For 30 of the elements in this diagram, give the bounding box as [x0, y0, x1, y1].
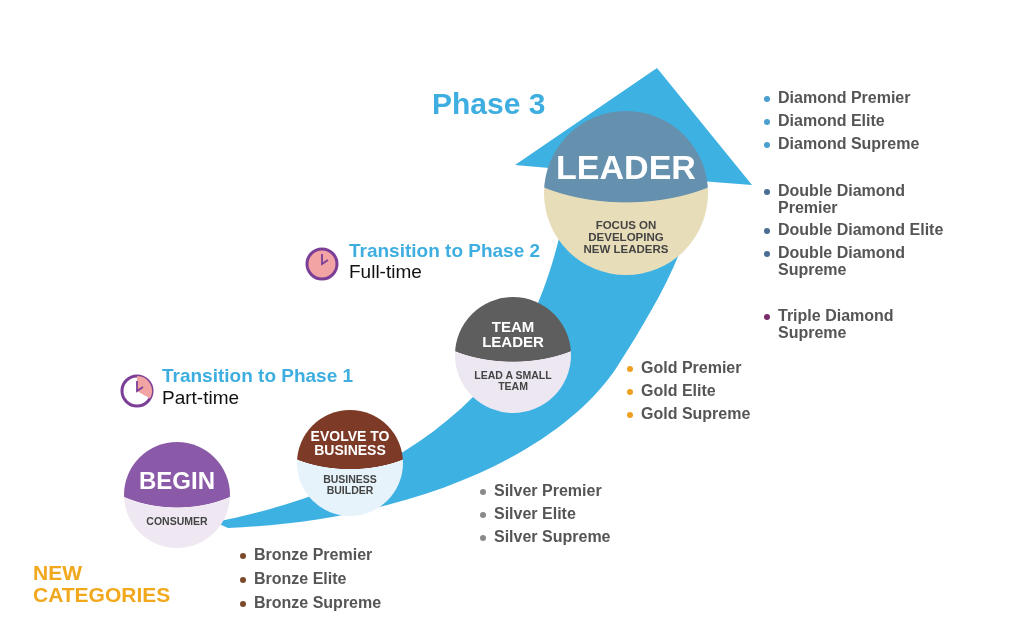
transition-heading: Transition to Phase 2: [349, 241, 541, 261]
transition-heading: Transition to Phase 1: [162, 366, 354, 386]
rank-item: Diamond Premier: [762, 90, 948, 107]
stage-title: BEGIN: [138, 468, 216, 493]
rank-item: Diamond Supreme: [762, 136, 948, 153]
stage-description: LEAD A SMALL TEAM: [473, 370, 553, 393]
rank-item: Triple Diamond Supreme: [762, 308, 948, 342]
stage-title: EVOLVE TO BUSINESS: [309, 429, 391, 458]
rank-item: Double Diamond Supreme: [762, 245, 948, 279]
rank-item: Double Diamond Elite: [762, 222, 948, 239]
rank-item: Silver Elite: [478, 506, 664, 523]
rank-item: Bronze Premier: [238, 547, 424, 564]
rank-item: Bronze Elite: [238, 571, 424, 588]
rank-item: Gold Premier: [625, 360, 811, 377]
rank-item: Gold Elite: [625, 383, 811, 400]
rank-item: Bronze Supreme: [238, 595, 424, 612]
rank-item: Silver Supreme: [478, 529, 664, 546]
rank-item: Gold Supreme: [625, 406, 811, 423]
stage-description: FOCUS ON DEVELOPING NEW LEADERS: [582, 219, 670, 256]
stage-title: LEADER: [555, 150, 697, 185]
categories-heading: NEW CATEGORIES: [33, 562, 172, 607]
stage-title: TEAM LEADER: [481, 319, 545, 350]
phase-heading: Phase 3: [432, 88, 546, 120]
time-commitment: Part-time: [162, 388, 240, 408]
time-commitment: Full-time: [349, 262, 422, 282]
rank-item: Double Diamond Premier: [762, 183, 948, 217]
rank-item: Silver Premier: [478, 483, 664, 500]
stage-description: CONSUMER: [145, 516, 209, 528]
stage-description: BUSINESS BUILDER: [322, 473, 378, 496]
rank-item: Diamond Elite: [762, 113, 948, 130]
